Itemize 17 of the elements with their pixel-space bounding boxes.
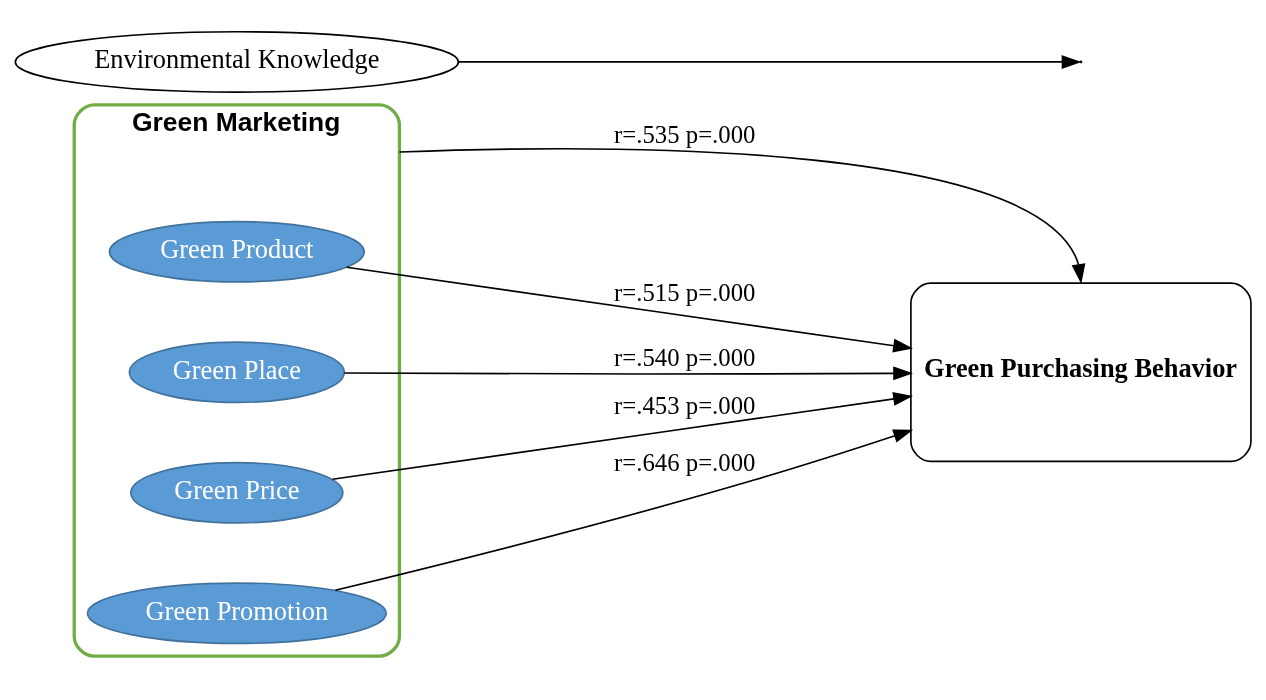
edge-label: r=.515 p=.000 — [614, 278, 756, 306]
arrow — [398, 147, 1086, 284]
edge-label: r=.646 p=.000 — [614, 448, 756, 476]
arrow — [334, 428, 914, 591]
node-ellipse: Green Product — [108, 220, 365, 283]
arrow — [345, 265, 913, 352]
edge-label: r=.453 p=.000 — [614, 391, 756, 419]
node-ellipse: Green Promotion — [86, 581, 388, 644]
edge-label: r=.540 p=.000 — [614, 343, 756, 371]
arrow — [331, 391, 913, 480]
node-ellipse: Green Place — [128, 340, 346, 403]
node-ellipse: Green Price — [130, 461, 344, 524]
edge-label: r=.535 p=.000 — [614, 120, 756, 148]
arrow — [458, 54, 1082, 69]
node-ellipse: Environmental Knowledge — [14, 30, 460, 93]
node-box: Green Purchasing Behavior — [910, 281, 1252, 462]
arrow — [343, 365, 913, 380]
